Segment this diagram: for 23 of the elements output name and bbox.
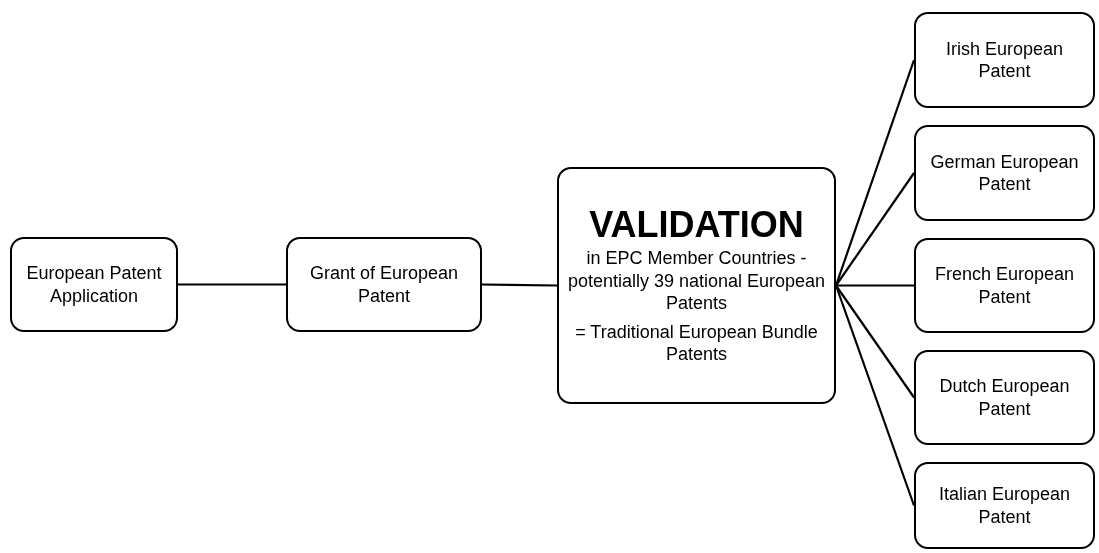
box-heading: VALIDATION xyxy=(589,205,804,246)
process-box xyxy=(286,237,482,332)
box-text: German European Patent xyxy=(929,150,1080,196)
process-box xyxy=(914,238,1095,333)
process-box xyxy=(914,12,1095,108)
process-box xyxy=(914,125,1095,221)
process-box xyxy=(914,462,1095,549)
connector-line xyxy=(482,283,557,287)
box-text: Irish European Patent xyxy=(944,37,1065,83)
box-text: in EPC Member Countries - potentially 39 national European Patents xyxy=(566,247,827,315)
connector-line xyxy=(835,172,915,287)
process-box xyxy=(914,350,1095,445)
process-box xyxy=(557,167,836,404)
box-text: Grant of European Patent xyxy=(308,262,460,307)
connector-line xyxy=(178,283,286,286)
box-text: Dutch European Patent xyxy=(938,375,1071,420)
connector-line xyxy=(835,284,915,399)
connector-line xyxy=(836,284,914,287)
box-text: Italian European Patent xyxy=(937,483,1072,528)
box-text: European Patent Application xyxy=(25,262,163,307)
box-text: = Traditional European Bundle Patents xyxy=(574,320,819,366)
process-box xyxy=(10,237,178,332)
box-text: French European Patent xyxy=(933,263,1076,308)
